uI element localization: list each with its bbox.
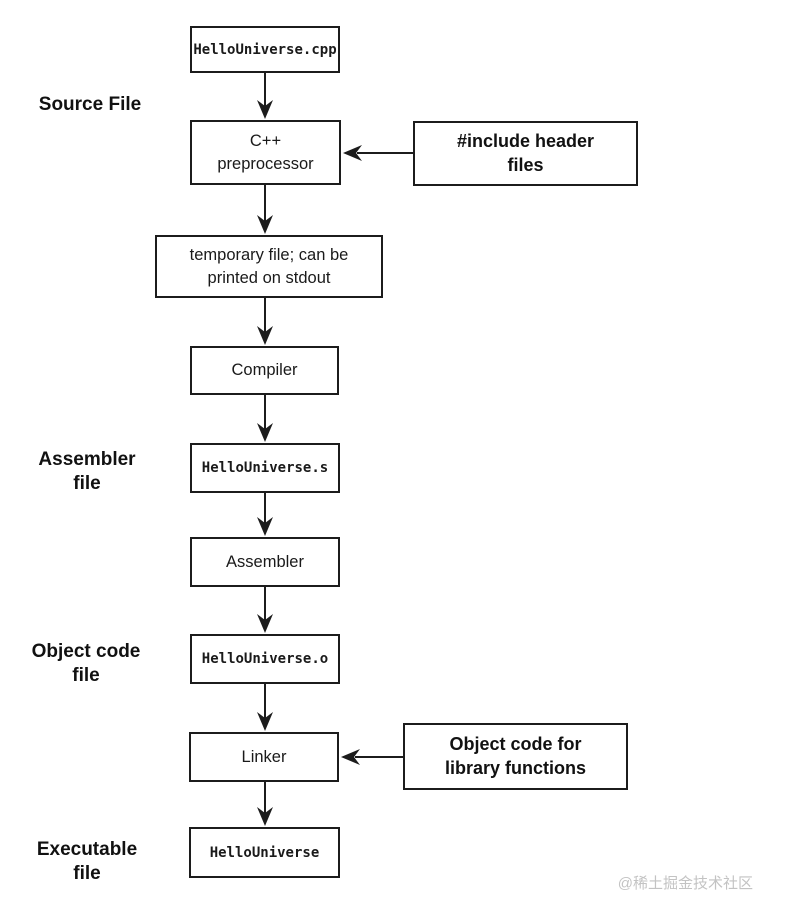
node-linker: Linker — [189, 732, 339, 782]
arrow-preprocessor-to-tempfile — [257, 185, 273, 234]
watermark: @稀土掘金技术社区 — [617, 875, 753, 892]
arrow-linker-to-exefile — [257, 782, 273, 826]
node-object-file: HelloUniverse.o — [190, 634, 340, 684]
stage-label-object-code-file: Object code file — [31, 641, 141, 687]
node-temporary-file: temporary file; can be printed on stdout — [155, 235, 383, 298]
arrow-asmfile-to-assembler — [257, 493, 273, 536]
stage-label-source-file: Source File — [38, 94, 142, 115]
stage-label-executable-file: Executable file — [36, 839, 138, 885]
node-executable-file: HelloUniverse — [189, 827, 340, 878]
arrow-libobjects-to-linker — [341, 749, 403, 765]
node-library-object-code: Object code for library functions — [403, 723, 628, 790]
arrow-objfile-to-linker — [257, 684, 273, 731]
node-source-file: HelloUniverse.cpp — [190, 26, 340, 73]
stage-label-assembler-file: Assembler file — [38, 449, 136, 495]
arrow-assembler-to-objfile — [257, 587, 273, 633]
node-compiler: Compiler — [190, 346, 339, 395]
node-cpp-preprocessor: C++ preprocessor — [190, 120, 341, 185]
arrow-tempfile-to-compiler — [257, 298, 273, 345]
arrow-headers-to-preprocessor — [343, 145, 413, 161]
node-assembler-file: HelloUniverse.s — [190, 443, 340, 493]
arrow-compiler-to-asmfile — [257, 395, 273, 442]
node-assembler: Assembler — [190, 537, 340, 587]
arrow-cpp-to-preprocessor — [257, 73, 273, 119]
node-include-headers: #include header files — [413, 121, 638, 186]
